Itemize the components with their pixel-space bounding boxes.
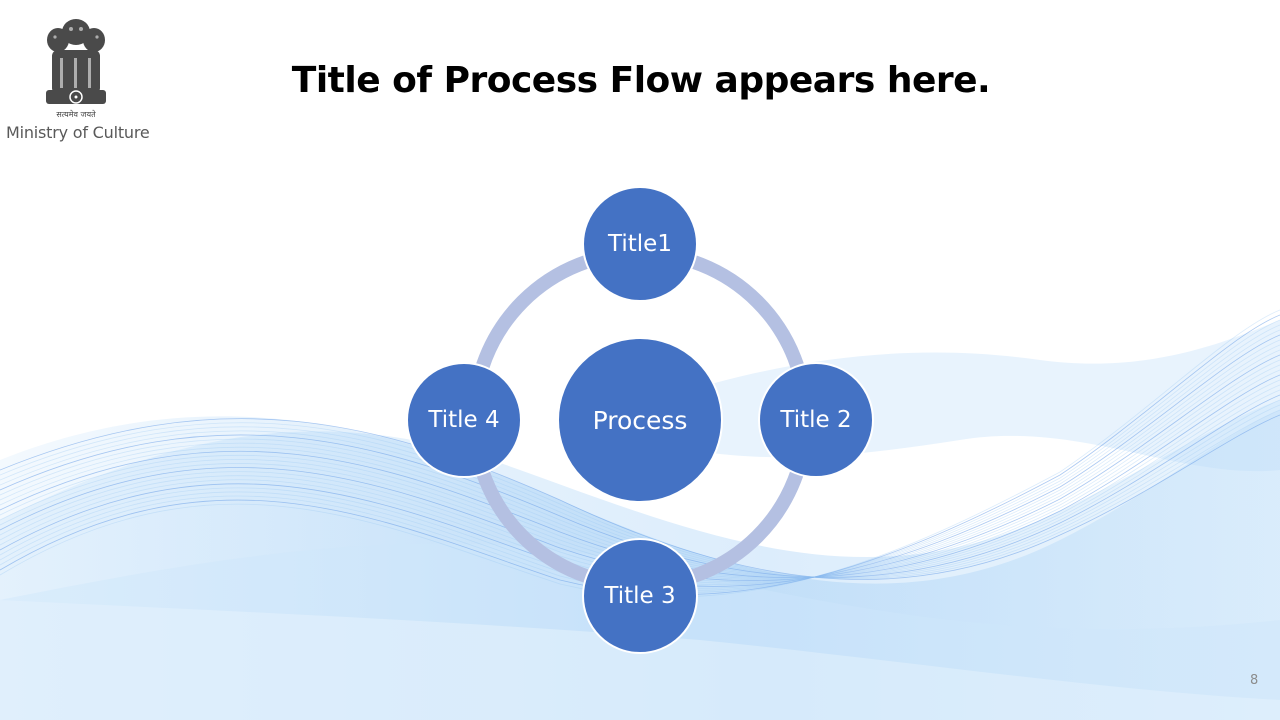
wave-line bbox=[0, 314, 1280, 596]
cycle-node-title1[interactable]: Title1 bbox=[582, 186, 698, 302]
cycle-node-title-3[interactable]: Title 3 bbox=[582, 538, 698, 654]
cycle-node-title-4[interactable]: Title 4 bbox=[406, 362, 522, 478]
cycle-node-label: Title 4 bbox=[428, 407, 500, 433]
process-center-node[interactable]: Process bbox=[557, 337, 723, 503]
organization-name: Ministry of Culture bbox=[6, 123, 150, 142]
cycle-node-title-2[interactable]: Title 2 bbox=[758, 362, 874, 478]
wave-line bbox=[0, 359, 1280, 581]
wave-line bbox=[0, 364, 1280, 580]
wave-line bbox=[0, 334, 1280, 587]
wave-line bbox=[0, 329, 1280, 589]
wave-line bbox=[0, 309, 1280, 598]
wave-line bbox=[0, 354, 1280, 582]
wave-line bbox=[0, 339, 1280, 586]
wave-line bbox=[0, 374, 1280, 579]
emblem-motto: सत्यमेव जयते bbox=[56, 109, 96, 119]
cycle-node-label: Title 3 bbox=[604, 583, 676, 609]
slide-title: Title of Process Flow appears here. bbox=[291, 60, 991, 101]
wave-line bbox=[0, 379, 1280, 578]
wave-line bbox=[0, 394, 1280, 578]
national-emblem-icon: सत्यमेव जयते bbox=[46, 19, 106, 119]
wave-line bbox=[0, 384, 1280, 578]
wave-line bbox=[0, 344, 1280, 584]
wave-line bbox=[0, 349, 1280, 583]
page-number: 8 bbox=[1250, 673, 1259, 688]
wave-line bbox=[0, 324, 1280, 591]
cycle-node-label: Title 2 bbox=[780, 407, 852, 433]
cycle-node-label: Title1 bbox=[608, 231, 672, 257]
process-center-label: Process bbox=[592, 405, 688, 435]
wave-line bbox=[0, 389, 1280, 578]
wave-line bbox=[0, 319, 1280, 593]
wave-line bbox=[0, 369, 1280, 579]
